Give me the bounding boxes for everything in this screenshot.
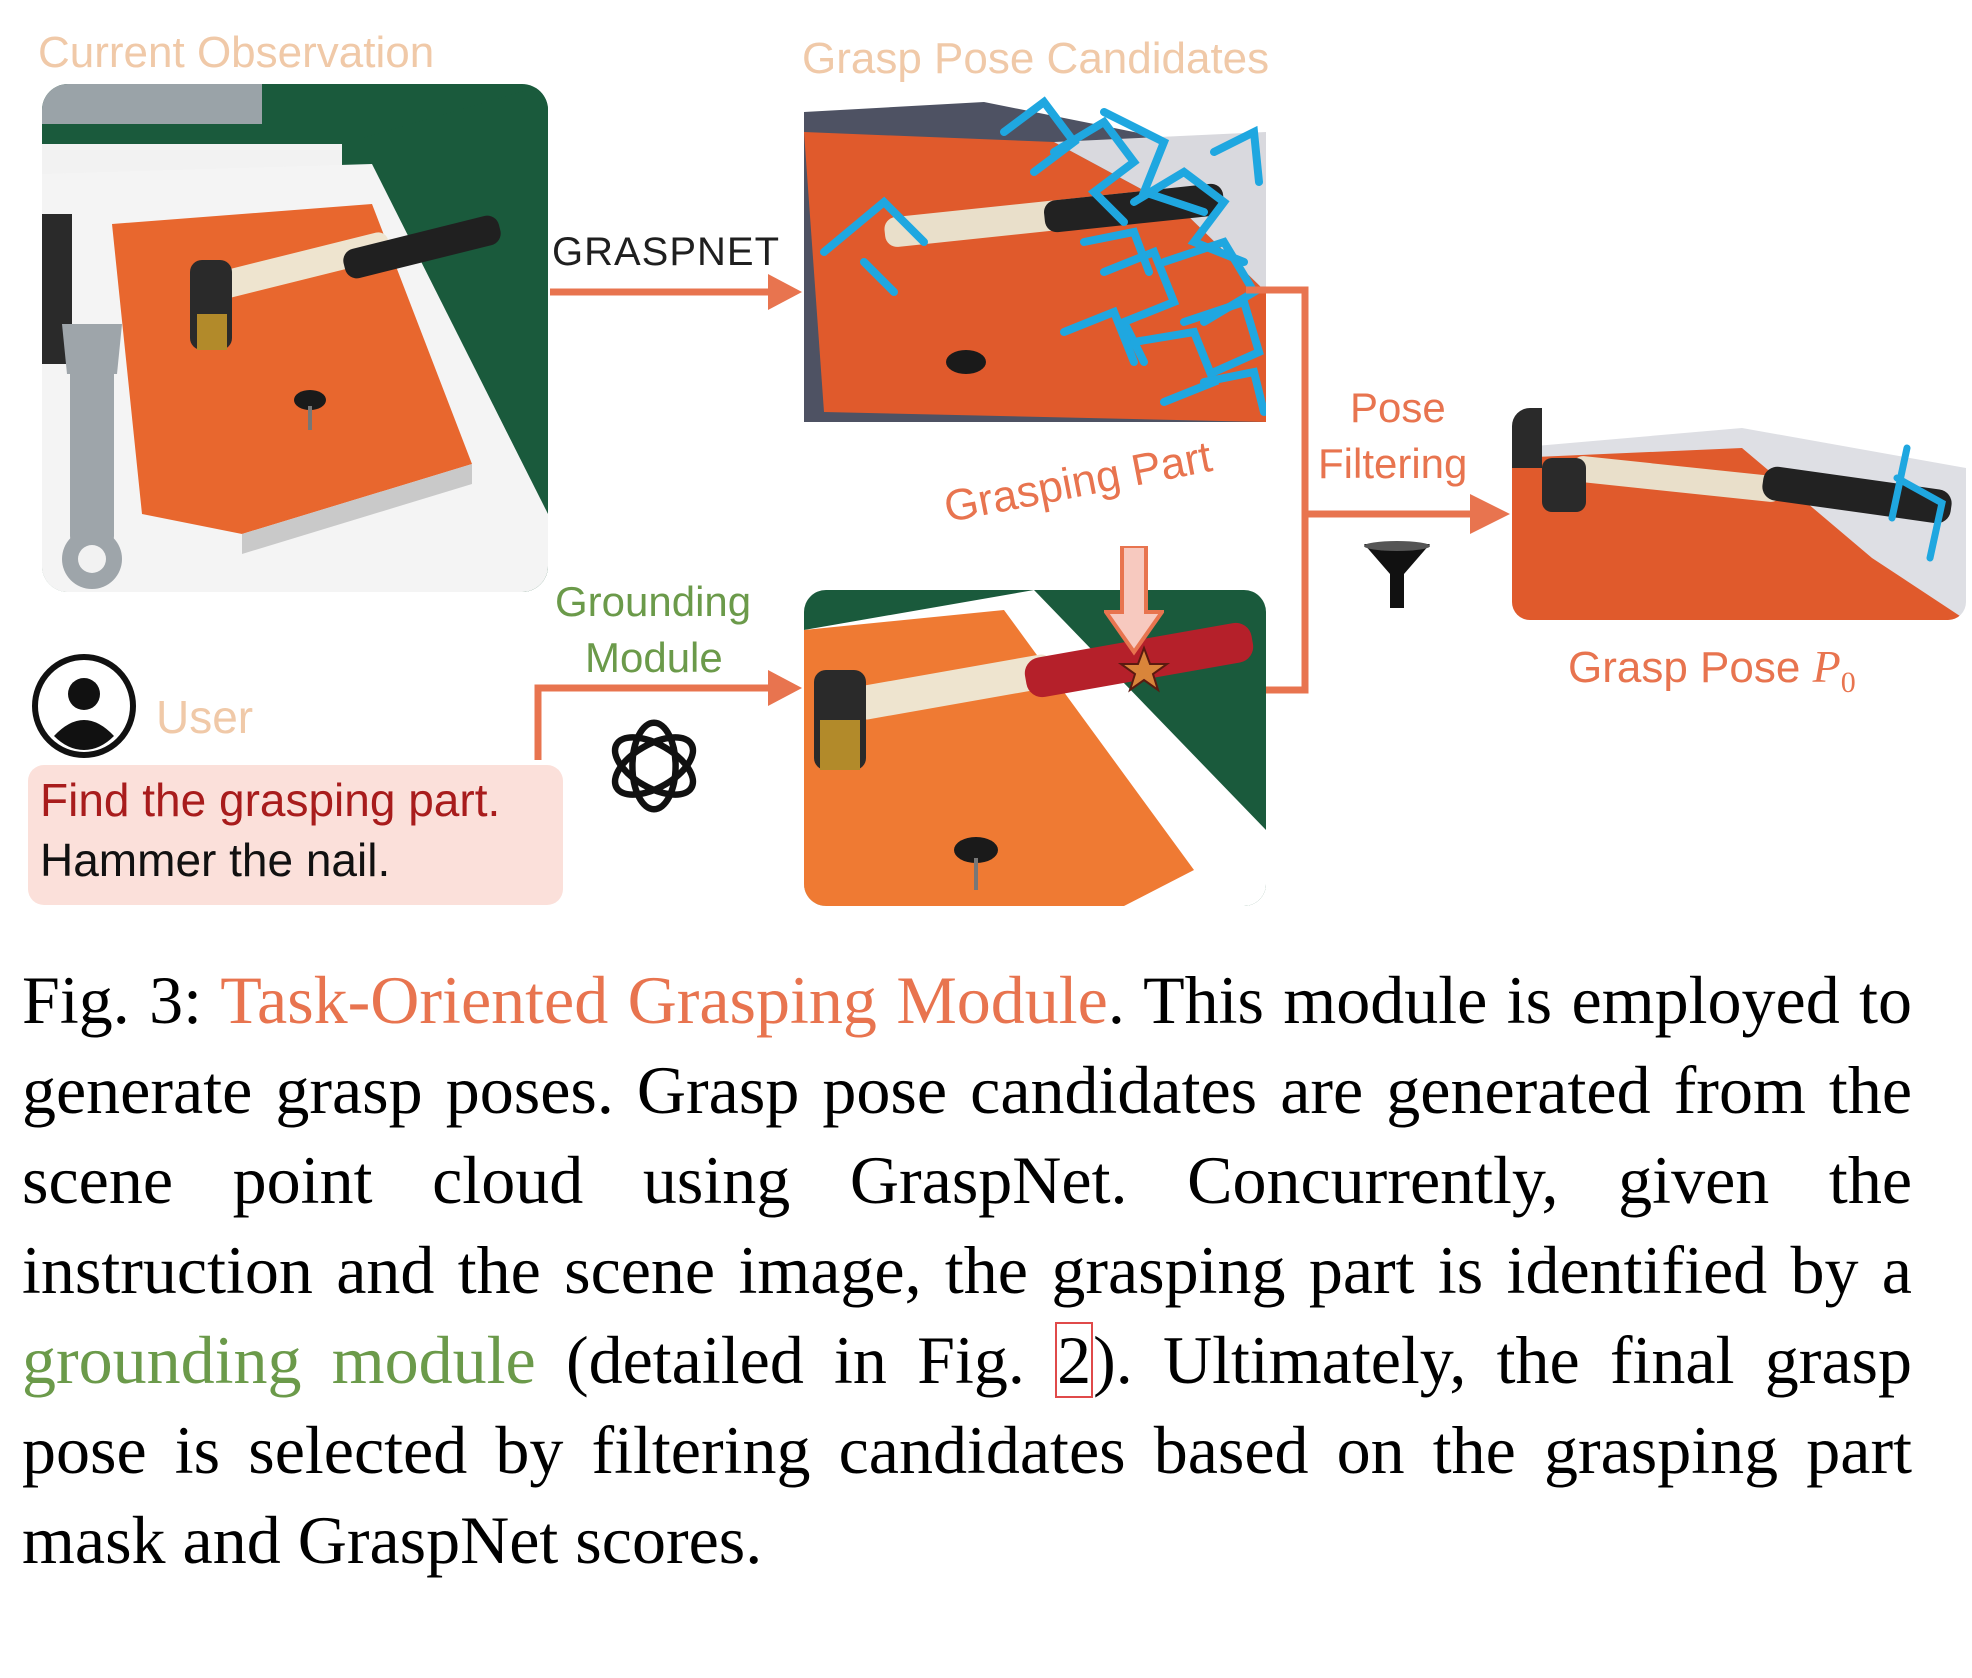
caption-prefix: Fig. 3: xyxy=(22,962,221,1038)
instruction-box: Find the grasping part. Hammer the nail. xyxy=(28,765,563,905)
grasp-pose-symbol: P0 xyxy=(1812,641,1856,699)
figure: Current Observation Grasp Pose Candidate… xyxy=(28,28,1966,906)
grasp-pose-p: P xyxy=(1812,641,1841,692)
instruction-line2: Hammer the nail. xyxy=(40,834,391,886)
caption-part3: ). Ultimately, the final grasp pose is s… xyxy=(22,1322,1912,1578)
flow-arrows xyxy=(534,274,1510,760)
grasp-pose-text: Grasp Pose xyxy=(1568,643,1801,692)
caption-title: Task-Oriented Grasping Module xyxy=(220,962,1108,1038)
pose-filtering-label-line1: Pose xyxy=(1350,384,1446,431)
instruction-line1: Find the grasping part. xyxy=(40,774,501,826)
graspnet-logo: GRASPNET xyxy=(552,230,780,275)
grasping-part-arrow xyxy=(1104,546,1164,656)
filter-funnel-icon xyxy=(1364,541,1430,608)
grounding-module-label-line1: Grounding xyxy=(555,578,752,625)
grasp-pose-label: Grasp Pose P0 xyxy=(1568,640,1856,700)
current-observation-label: Current Observation xyxy=(38,28,435,77)
grasp-pose-subscript: 0 xyxy=(1840,666,1856,700)
graspnet-logo-text: GRASPNET xyxy=(552,230,781,274)
final-grasp-pose-image xyxy=(1512,408,1966,620)
caption-part2: (detailed in Fig. xyxy=(535,1322,1056,1398)
grounding-module-link[interactable]: grounding module xyxy=(22,1322,536,1398)
openai-logo-icon xyxy=(611,719,697,813)
grasp-pose-candidates-label: Grasp Pose Candidates xyxy=(802,34,1270,83)
final-grasp-line xyxy=(1888,444,1946,562)
user-avatar-icon xyxy=(32,654,136,758)
grasp-candidate-lines xyxy=(820,96,1266,416)
figure-ref-link[interactable]: 2 xyxy=(1055,1322,1094,1398)
current-observation-image xyxy=(42,84,548,592)
caption-part1: . This module is employed to generate gr… xyxy=(22,962,1913,1308)
grounding-result-image xyxy=(804,590,1266,906)
star-marker-icon xyxy=(1117,645,1171,693)
grasp-candidates-image xyxy=(804,92,1266,422)
figure-caption: Fig. 3: Task-Oriented Grasping Module. T… xyxy=(22,955,1912,1585)
user-label: User xyxy=(156,691,254,743)
pose-filtering-label-line2: Filtering xyxy=(1318,440,1468,487)
grounding-module-label-line2: Module xyxy=(585,634,723,681)
